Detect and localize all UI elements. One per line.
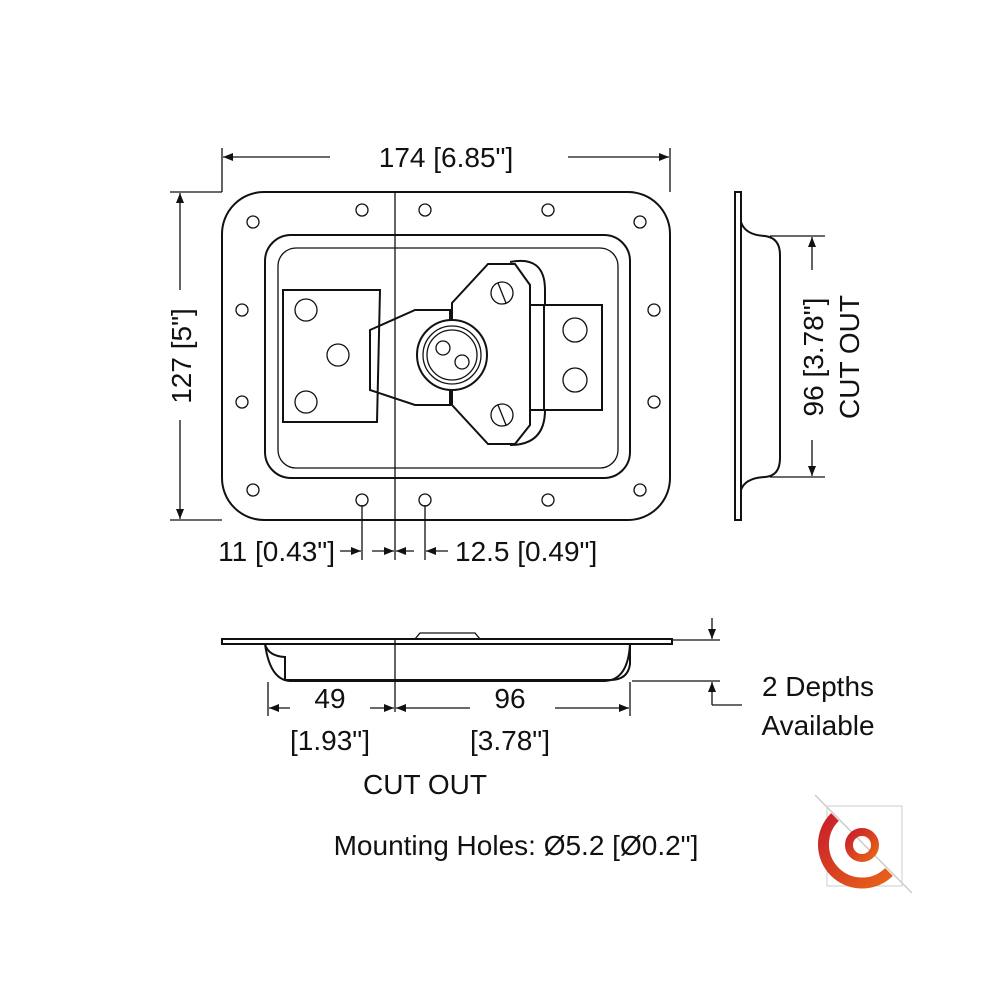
- width-dimension: 174 [6.85"]: [221, 142, 671, 192]
- depths-line1: 2 Depths: [762, 671, 874, 702]
- right-hole-offset-label: 12.5 [0.49"]: [455, 536, 597, 567]
- brand-logo: [814, 794, 913, 894]
- hole-offset-dimensions: 11 [0.43"] 12.5 [0.49"]: [218, 505, 597, 567]
- left-cutout-mm: 49: [314, 683, 345, 714]
- side-view: 96 [3.78"] CUT OUT: [734, 191, 865, 521]
- left-cutout-in: [1.93"]: [290, 725, 370, 756]
- height-dimension: 127 [5"]: [166, 191, 222, 521]
- right-cutout-in: [3.78"]: [470, 725, 550, 756]
- mounting-holes-note: Mounting Holes: Ø5.2 [Ø0.2"]: [334, 830, 699, 861]
- cutout-height-sublabel: CUT OUT: [834, 295, 865, 419]
- cutout-label: CUT OUT: [363, 769, 487, 800]
- keeper-plate: [282, 289, 382, 423]
- right-cutout-mm: 96: [494, 683, 525, 714]
- lock-cylinder: [416, 319, 488, 391]
- left-hole-offset-label: 11 [0.43"]: [218, 536, 335, 567]
- depths-line2: Available: [761, 710, 874, 741]
- width-label: 174 [6.85"]: [379, 142, 514, 173]
- mounting-holes: [235, 203, 661, 507]
- height-label: 127 [5"]: [166, 308, 197, 404]
- top-view: [221, 191, 671, 560]
- cutout-height-label: 96 [3.78"]: [798, 298, 829, 417]
- profile-view: 49 [1.93"] 96 [3.78"] CUT OUT 2 Depths A…: [221, 618, 875, 800]
